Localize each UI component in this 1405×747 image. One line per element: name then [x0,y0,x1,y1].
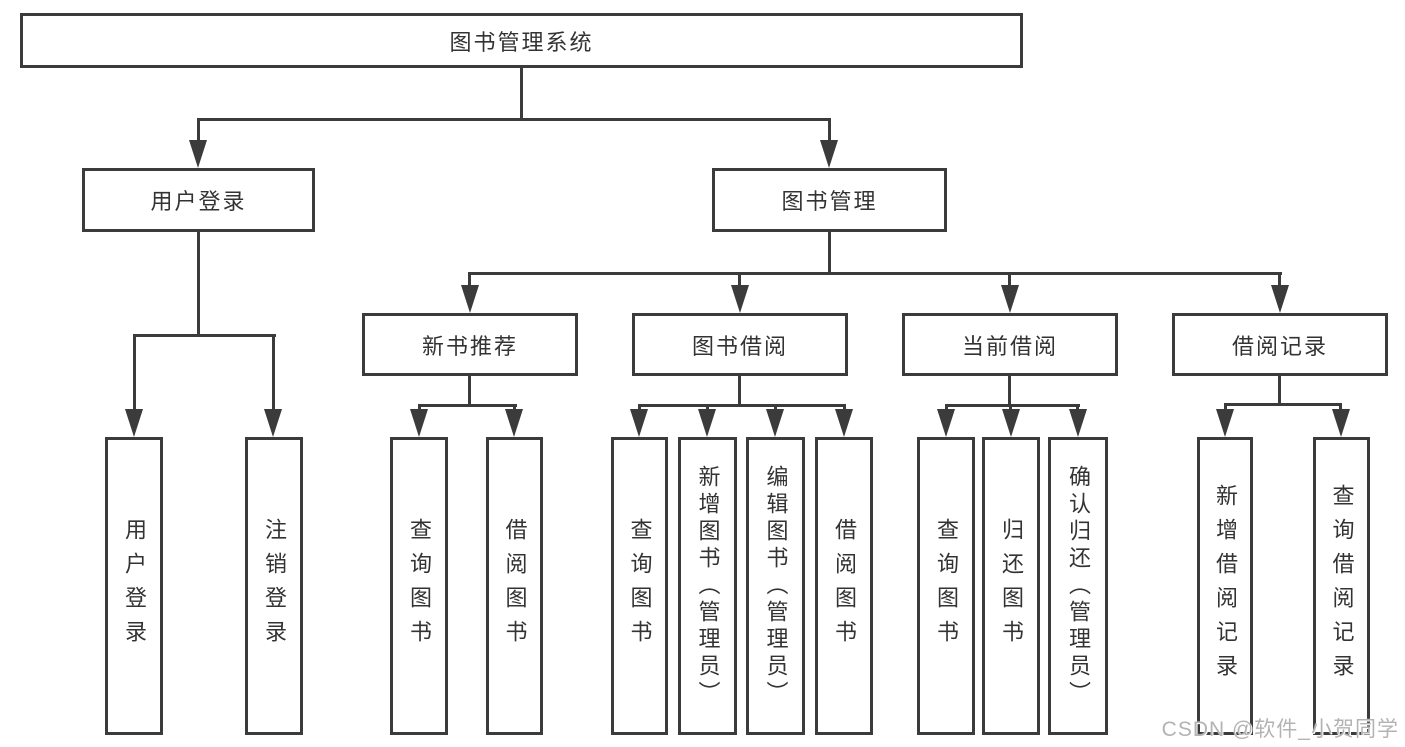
arrowhead-down-icon [1069,409,1087,437]
connector-line [828,118,831,146]
arrowhead-down-icon [1332,409,1350,437]
arrowhead-down-icon [731,285,749,313]
arrowhead-down-icon [189,140,207,168]
arrowhead-down-icon [505,409,523,437]
csdn-watermark: CSDN @软件_小贺同学 [1161,718,1399,741]
leaf-query-books-recommend: 查询图书 [390,437,448,735]
arrowhead-down-icon [410,409,428,437]
connector-line [469,272,1282,275]
connector-line [468,376,471,407]
connector-line [1224,403,1342,406]
connector-line [945,404,1080,407]
connector-line [197,118,831,121]
connector-line [133,334,276,337]
arrowhead-down-icon [630,409,648,437]
connector-line [468,272,471,290]
arrowhead-down-icon [1271,285,1289,313]
connector-line [197,232,200,337]
connector-line [1278,376,1281,406]
arrowhead-down-icon [766,409,784,437]
node-library-management-system: 图书管理系统 [20,13,1023,68]
connector-line [738,376,741,407]
connector-line [638,404,846,407]
node-book-management: 图书管理 [712,168,947,232]
connector-line [1278,272,1281,290]
connector-line [272,334,275,414]
leaf-query-books-current: 查询图书 [917,437,975,735]
node-new-book-recommendation: 新书推荐 [362,313,578,376]
arrowhead-down-icon [820,140,838,168]
arrowhead-down-icon [1001,285,1019,313]
arrowhead-down-icon [1216,409,1234,437]
arrowhead-down-icon [698,409,716,437]
leaf-confirm-return-admin: 确认归还（管理员） [1048,437,1108,735]
leaf-logout: 注销登录 [245,437,303,735]
leaf-user-login: 用户登录 [105,437,163,735]
connector-line [1008,376,1011,407]
arrowhead-down-icon [1002,409,1020,437]
arrowhead-down-icon [264,409,282,437]
leaf-query-books-borrowing: 查询图书 [611,437,668,735]
node-book-borrowing: 图书借阅 [632,313,848,376]
connector-line [520,68,523,118]
arrowhead-down-icon [125,409,143,437]
connector-line [197,118,200,146]
connector-line [1008,272,1011,290]
leaf-return-books: 归还图书 [982,437,1040,735]
node-user-login: 用户登录 [82,168,315,232]
connector-line [828,232,831,275]
arrowhead-down-icon [461,285,479,313]
connector-line [133,334,136,414]
arrowhead-down-icon [835,409,853,437]
connector-line [418,404,517,407]
node-current-borrowing: 当前借阅 [902,313,1118,376]
leaf-add-borrow-record: 新增借阅记录 [1197,437,1253,735]
node-borrowing-records: 借阅记录 [1172,313,1388,376]
connector-line [738,272,741,290]
leaf-borrow-books-borrowing: 借阅图书 [815,437,873,735]
arrowhead-down-icon [937,409,955,437]
leaf-query-borrow-record: 查询借阅记录 [1313,437,1370,735]
leaf-borrow-books-recommend: 借阅图书 [486,437,543,735]
leaf-edit-books-admin: 编辑图书（管理员） [746,437,805,735]
leaf-add-books-admin: 新增图书（管理员） [678,437,737,735]
